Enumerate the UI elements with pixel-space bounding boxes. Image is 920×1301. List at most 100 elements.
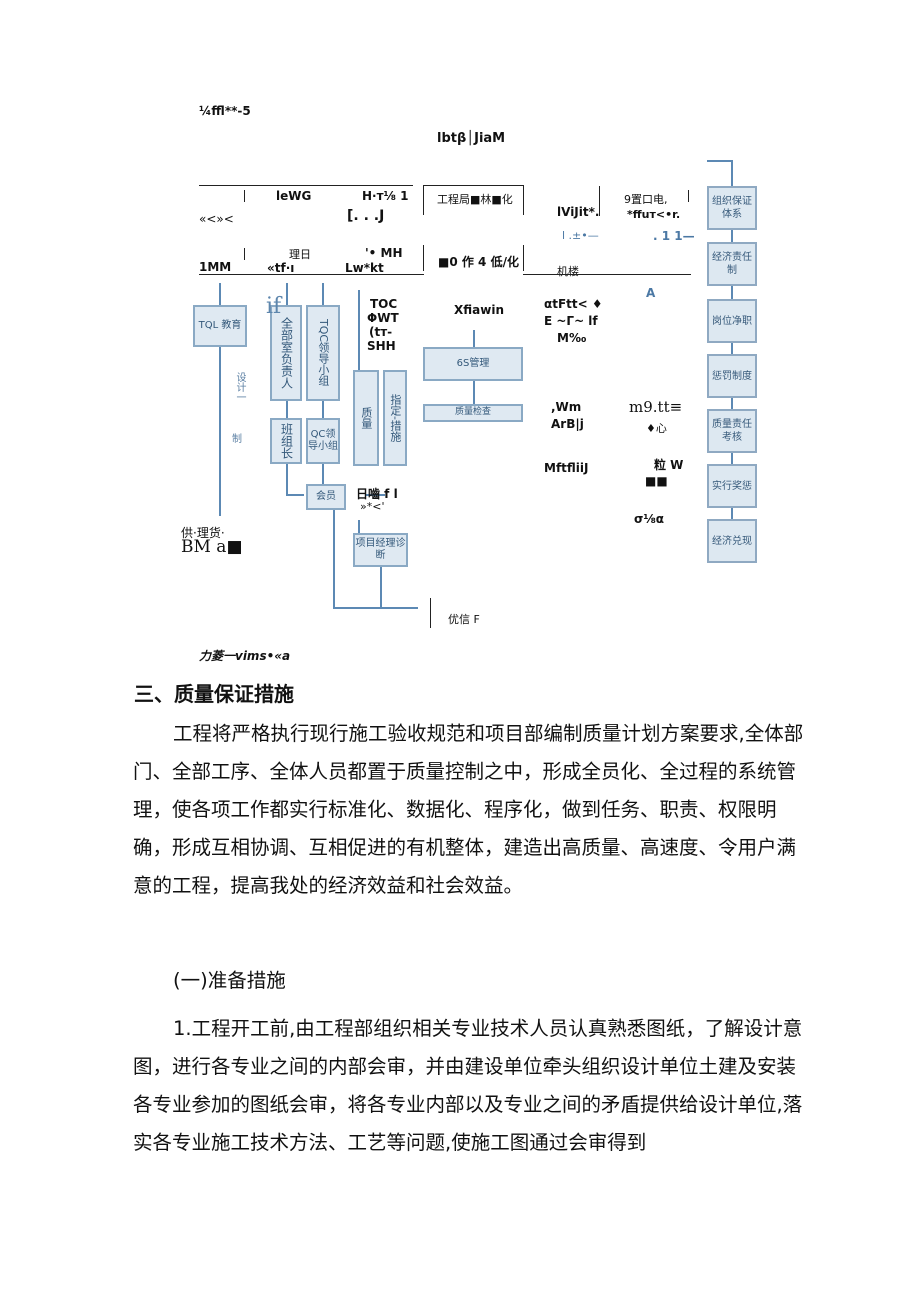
connector (731, 507, 733, 519)
row2-e: l .±•— (562, 229, 599, 242)
row2-c2: Lw*kt (345, 261, 384, 275)
row2-g: 机楼 (557, 265, 579, 278)
paragraph-1: 工程将严格执行现行施工验收规范和项目部编制质量计划方案要求,全体部门、全部工序、… (133, 722, 804, 897)
subheading: (一)准备措施 (173, 969, 286, 992)
mark-m9: m9.tt≡ (629, 398, 683, 416)
row2-a: 1MM (199, 260, 232, 274)
connector (731, 342, 733, 354)
mid-tt: (tт- (369, 325, 393, 339)
rule-top-left (199, 185, 413, 186)
side-label-2: 制 (232, 434, 242, 445)
row2-b2: «tf·ı (267, 261, 295, 275)
box-b1: 班组长 (270, 418, 302, 464)
rule-vertical (523, 185, 524, 215)
box-col2: TQC领导小组 (306, 305, 340, 401)
right-box-5: 质量责任考核 (707, 409, 757, 453)
mid-m-per: M‰ (557, 331, 587, 345)
mark-bm: BM a■ (181, 537, 243, 557)
box-qs2: 质量检查 (423, 404, 523, 422)
box-xiangmu: 项目经理诊断 (353, 533, 408, 567)
mark-liw: 粒 W (654, 458, 684, 472)
box-huiyi: 会员 (306, 484, 346, 510)
paragraph-2: 1.工程开工前,由工程部组织相关专业技术人员认真熟悉图纸，了解设计意图，进行各专… (133, 1017, 803, 1154)
box-col3: 质量 (353, 370, 379, 466)
rule-vertical (423, 185, 424, 215)
row1-f: lViJit*. (557, 205, 600, 219)
connector (731, 228, 733, 242)
connector (473, 330, 475, 350)
mark-riyue2: »*<' (360, 500, 385, 513)
connector (731, 285, 733, 299)
box-col4: 指定-措施 (383, 370, 407, 466)
rule-row2-right (523, 274, 691, 275)
rule-top-mid (423, 185, 523, 186)
right-box-7: 经济兑现 (707, 519, 757, 563)
box-qs: 6S管理 (423, 347, 523, 381)
connector (322, 464, 324, 484)
connector (286, 464, 288, 494)
rule-vertical (523, 245, 524, 271)
connector (365, 494, 385, 496)
rule-vertical (423, 245, 424, 271)
right-box-1: 组织保证体系 (707, 186, 757, 230)
connector (358, 520, 360, 534)
row1-a: «<»< (199, 212, 234, 226)
mark-sigma: σ⅛α (634, 512, 665, 526)
connector (286, 494, 304, 496)
connector (731, 160, 733, 186)
section-heading: 三、质量保证措施 (134, 682, 294, 706)
mark-wm: ,Wm (551, 400, 582, 414)
connector (333, 510, 335, 608)
connector (358, 290, 360, 370)
rule-vertical (244, 248, 245, 260)
row1-d: [. . .J (347, 208, 385, 224)
row2-b: 理日 (289, 248, 311, 261)
connector (219, 283, 221, 305)
row1-b: leWG (276, 189, 312, 203)
connector (219, 346, 221, 516)
row2-c: '• MH (365, 246, 403, 260)
mid-atftt: αtFtt< ♦ (544, 297, 603, 311)
mark-sq: ■■ (645, 474, 668, 488)
box-col1: 全部室负责人 (270, 305, 302, 401)
connector (286, 400, 288, 418)
row2-d: ■0 作 4 低/化 (438, 255, 519, 269)
row1-g: 9置口电, (624, 193, 668, 206)
rule-vertical (430, 598, 431, 628)
row2-f: . 1 1— (653, 229, 695, 243)
mark-gong: 供·理货· (181, 526, 225, 540)
box-b2: QC领导小组 (306, 418, 340, 464)
if-mark: if (266, 294, 282, 319)
diagram-footer: 力菱一vims•«a (199, 649, 291, 663)
diagram-title-left: ¼ffl**-5 (199, 104, 251, 118)
right-box-6: 实行奖惩 (707, 464, 757, 508)
mark-mftflii: MftfliiJ (544, 461, 589, 475)
rule-vertical (244, 190, 245, 202)
connector (473, 380, 475, 404)
mark-riyue: 日嚙 f l (356, 487, 398, 501)
right-box-2: 经济责任制 (707, 242, 757, 286)
side-label-1: 设计一 (234, 372, 245, 402)
mid-a-mark: A (646, 286, 656, 300)
connector (322, 400, 324, 418)
mark-arb: ArB|j (551, 417, 584, 431)
mid-toc: TOC (370, 297, 398, 311)
body-text-2: 1.工程开工前,由工程部组织相关专业技术人员认真熟悉图纸，了解设计意图，进行各专… (133, 1010, 813, 1162)
connector (286, 283, 288, 305)
connector (731, 452, 733, 464)
row1-h: *ffuт<•r. (627, 208, 681, 221)
connector (731, 397, 733, 409)
subheading-block: (一)准备措施 (133, 962, 813, 1000)
right-box-3: 岗位净职 (707, 299, 757, 343)
right-box-4: 惩罚制度 (707, 354, 757, 398)
body-text: 工程将严格执行现行施工验收规范和项目部编制质量计划方案要求,全体部门、全部工序、… (133, 715, 813, 905)
mid-e-line: E ~Γ~ lf (544, 314, 598, 328)
rule-vertical (599, 186, 600, 216)
row1-e: 工程局■林■化 (437, 193, 513, 206)
mid-shh: SHH (367, 339, 396, 353)
connector (333, 607, 418, 609)
box-tql: TQL 教育 (193, 305, 247, 347)
rule-row2 (199, 274, 424, 275)
diagram-title-mid: lbtβ│JiaM (437, 131, 506, 146)
mark-youxin: 优信 F (448, 613, 480, 626)
